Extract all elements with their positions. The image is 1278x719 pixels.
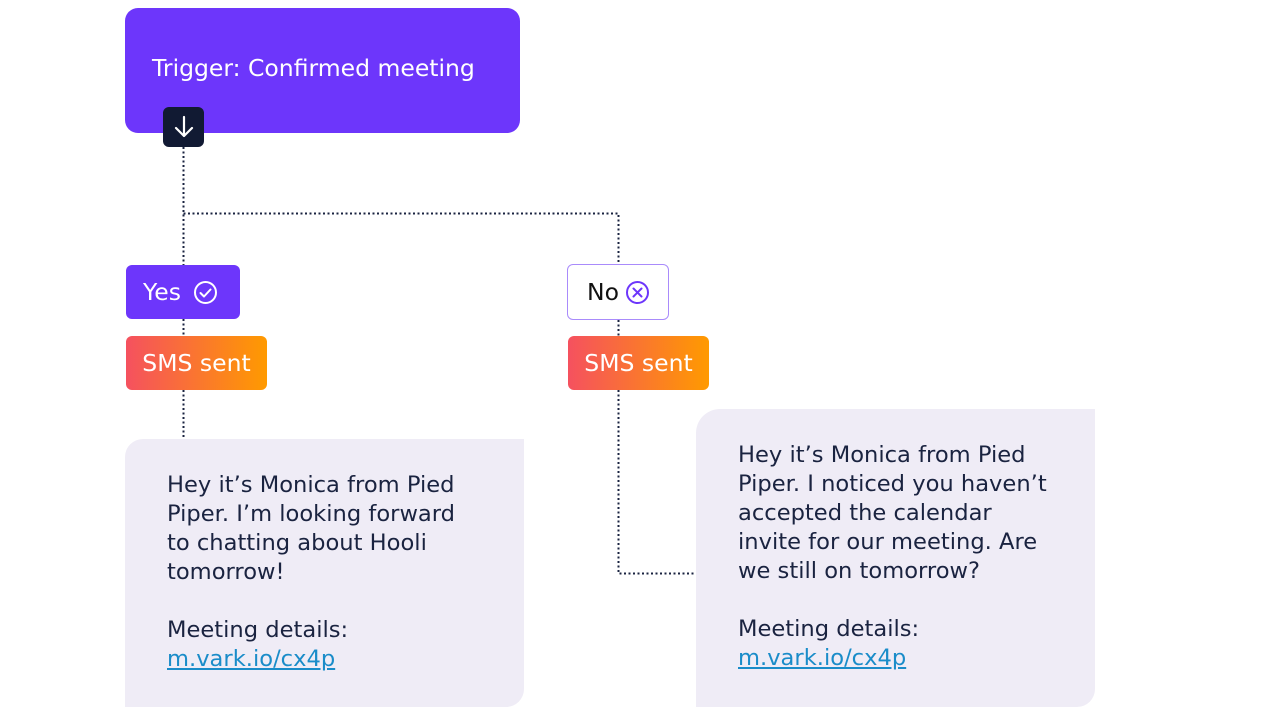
connector-no-message [617, 390, 696, 575]
yes-message-bubble: Hey it’s Monica from Pied Piper. I’m loo… [125, 439, 524, 707]
no-message-bubble: Hey it’s Monica from Pied Piper. I notic… [696, 409, 1095, 707]
yes-meeting-link[interactable]: m.vark.io/cx4p [167, 646, 336, 672]
yes-label: Yes [143, 278, 181, 306]
no-sms-sent-node[interactable]: SMS sent [568, 336, 709, 390]
no-label: No [587, 278, 619, 306]
no-message-text: Hey it’s Monica from Pied Piper. I notic… [738, 442, 1047, 642]
x-circle-icon [625, 280, 650, 305]
yes-sms-label: SMS sent [142, 349, 251, 377]
no-meeting-link[interactable]: m.vark.io/cx4p [738, 645, 907, 671]
yes-sms-sent-node[interactable]: SMS sent [126, 336, 267, 390]
connector-trigger-no [183, 212, 620, 264]
no-sms-label: SMS sent [584, 349, 693, 377]
trigger-label: Trigger: Confirmed meeting [152, 54, 475, 82]
check-circle-icon [193, 280, 218, 305]
yes-message-text: Hey it’s Monica from Pied Piper. I’m loo… [167, 472, 456, 643]
yes-branch-node[interactable]: Yes [126, 265, 240, 319]
no-branch-node[interactable]: No [567, 264, 669, 320]
arrow-down-icon[interactable] [163, 107, 204, 147]
